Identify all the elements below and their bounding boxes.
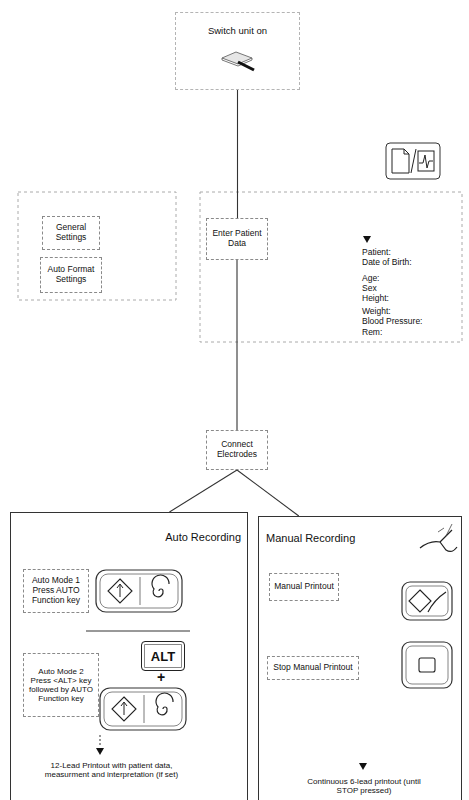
key-outline [386,143,440,179]
stop-key-symbol [402,642,452,688]
hand-thumb [440,542,457,551]
field-label: Weight: [362,307,391,316]
key-box: ALT [141,641,185,671]
mode-panel: Manual RecordingContinuous 6-lead printo… [258,516,462,800]
hand-finger [420,530,452,548]
field-label: Sex [362,284,377,293]
stop-square [419,658,435,672]
unit-edge [222,58,252,66]
panel-heading: Auto Recording [11,530,247,544]
box-label: Stop Manual Printout [273,663,352,673]
field-label: Blood Pressure: [362,317,422,326]
ecg-trace [419,155,433,168]
patient-region [200,192,462,342]
key-inner [406,586,448,616]
box-label: Auto Format Settings [44,265,98,285]
box-label: Switch unit on [208,26,267,37]
key-outline [402,582,452,620]
settings-region [18,192,176,300]
flow-line [237,470,299,516]
mode-box: Auto Mode 1 Press AUTO Function key [23,569,89,613]
field-label: Date of Birth: [362,258,412,267]
key-outline [402,642,452,688]
hand-icon [420,524,457,551]
box-label: ALT [151,649,175,664]
key-inner [406,646,448,684]
down-triangle [359,763,367,770]
plus-sign: + [157,670,165,684]
start-diamond [409,590,431,612]
page-fold [404,149,409,154]
box-label: Enter Patient Data [210,229,264,249]
page-symbol [392,149,409,173]
process-box: Enter Patient Data [206,218,268,260]
unit-cable [238,62,254,70]
box-label: General Settings [46,223,96,243]
flow-line [169,470,237,512]
connector-group [169,90,298,516]
separator-line [86,631,190,632]
mode-panel: Auto Recording 12-Lead Printout with pati… [10,512,248,800]
down-triangle [363,236,371,243]
panel-note: Continuous 6-lead printout (until STOP p… [299,777,429,795]
manual-key-symbol [402,582,452,620]
field-label: Height: [362,294,389,303]
step-box: Switch unit on [175,12,300,90]
down-triangle [96,748,104,755]
ecg-frame [418,151,434,171]
field-label: Patient: [362,248,391,257]
settings-box: General Settings [42,216,100,250]
action-box: Manual Printout [269,573,339,601]
slash-mark [411,149,416,173]
action-box: Stop Manual Printout [267,656,359,680]
box-label: Connect Electrodes [210,440,264,460]
auto-key-symbol [100,688,186,730]
flow-line [236,260,237,430]
box-label: Auto Mode 1 Press AUTO Function key [27,576,85,605]
box-label: Auto Mode 2 Press <ALT> key followed by … [27,667,95,704]
field-label: Rem: [362,328,382,337]
auto-key-symbol [96,570,182,612]
hand-motion [438,524,452,536]
settings-box: Auto Format Settings [40,257,102,293]
box-label: Manual Printout [274,582,334,592]
mode-box: Auto Mode 2 Press <ALT> key followed by … [23,653,99,717]
data-key-icon [386,143,440,179]
field-label: Age: [362,274,380,283]
dotted-leader [100,735,101,746]
flow-line [237,90,238,218]
panel-heading: Manual Recording [259,531,461,545]
unit-icon [222,52,254,70]
process-box: Connect Electrodes [206,430,268,470]
panel-note: 12-Lead Printout with patient data, meas… [44,761,179,779]
finger-curve [428,592,446,612]
